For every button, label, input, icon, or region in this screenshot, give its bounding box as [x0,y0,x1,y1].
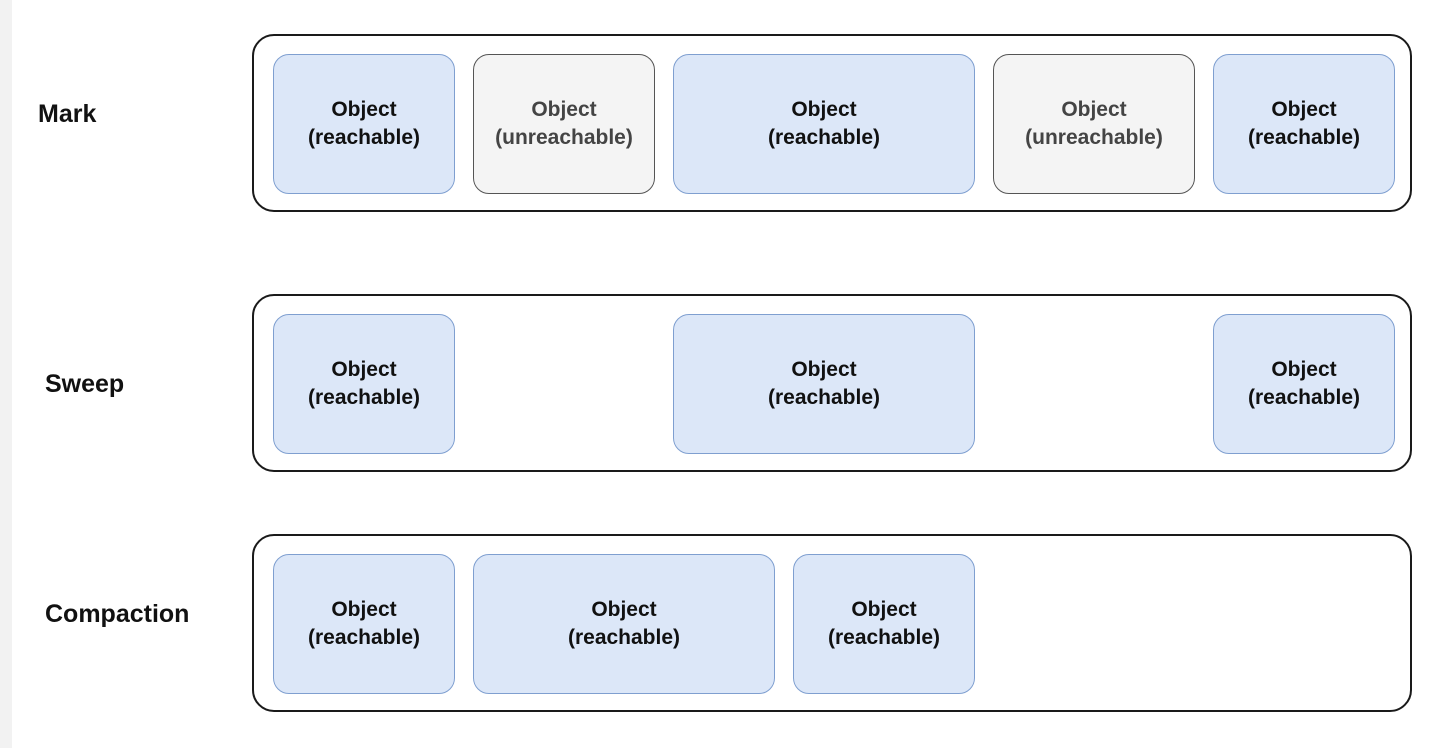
object-state: (reachable) [307,386,421,409]
object-title: Object [531,98,597,121]
sweep-heap-row: Object (reachable) Object (reachable) Ob… [252,294,1412,472]
object-title: Object [331,598,397,621]
object-state: (reachable) [767,126,881,149]
mark-heap-row: Object (reachable) Object (unreachable) … [252,34,1412,212]
heap-object: Object (reachable) [273,54,455,194]
object-state: (reachable) [567,626,681,649]
heap-object: Object (reachable) [1213,54,1395,194]
heap-object: Object (reachable) [673,54,975,194]
heap-object: Object (reachable) [793,554,975,694]
object-title: Object [331,98,397,121]
heap-object: Object (reachable) [273,314,455,454]
object-state: (reachable) [767,386,881,409]
object-title: Object [1271,358,1337,381]
object-state: (reachable) [1247,126,1361,149]
object-title: Object [1061,98,1127,121]
page-left-edge [0,0,12,748]
heap-object: Object (unreachable) [993,54,1195,194]
object-state: (reachable) [1247,386,1361,409]
object-title: Object [791,358,857,381]
object-title: Object [791,98,857,121]
object-title: Object [331,358,397,381]
sweep-label: Sweep [45,370,125,398]
compaction-heap-row: Object (reachable) Object (reachable) Ob… [252,534,1412,712]
object-state: (reachable) [307,626,421,649]
object-state: (unreachable) [495,126,633,149]
heap-object: Object (reachable) [473,554,775,694]
object-title: Object [591,598,657,621]
heap-object: Object (reachable) [273,554,455,694]
heap-object: Object (unreachable) [473,54,655,194]
object-state: (unreachable) [1025,126,1163,149]
compaction-label: Compaction [45,600,190,628]
mark-label: Mark [38,100,97,128]
object-title: Object [851,598,917,621]
object-title: Object [1271,98,1337,121]
object-state: (reachable) [307,126,421,149]
object-state: (reachable) [827,626,941,649]
heap-object: Object (reachable) [1213,314,1395,454]
heap-object: Object (reachable) [673,314,975,454]
